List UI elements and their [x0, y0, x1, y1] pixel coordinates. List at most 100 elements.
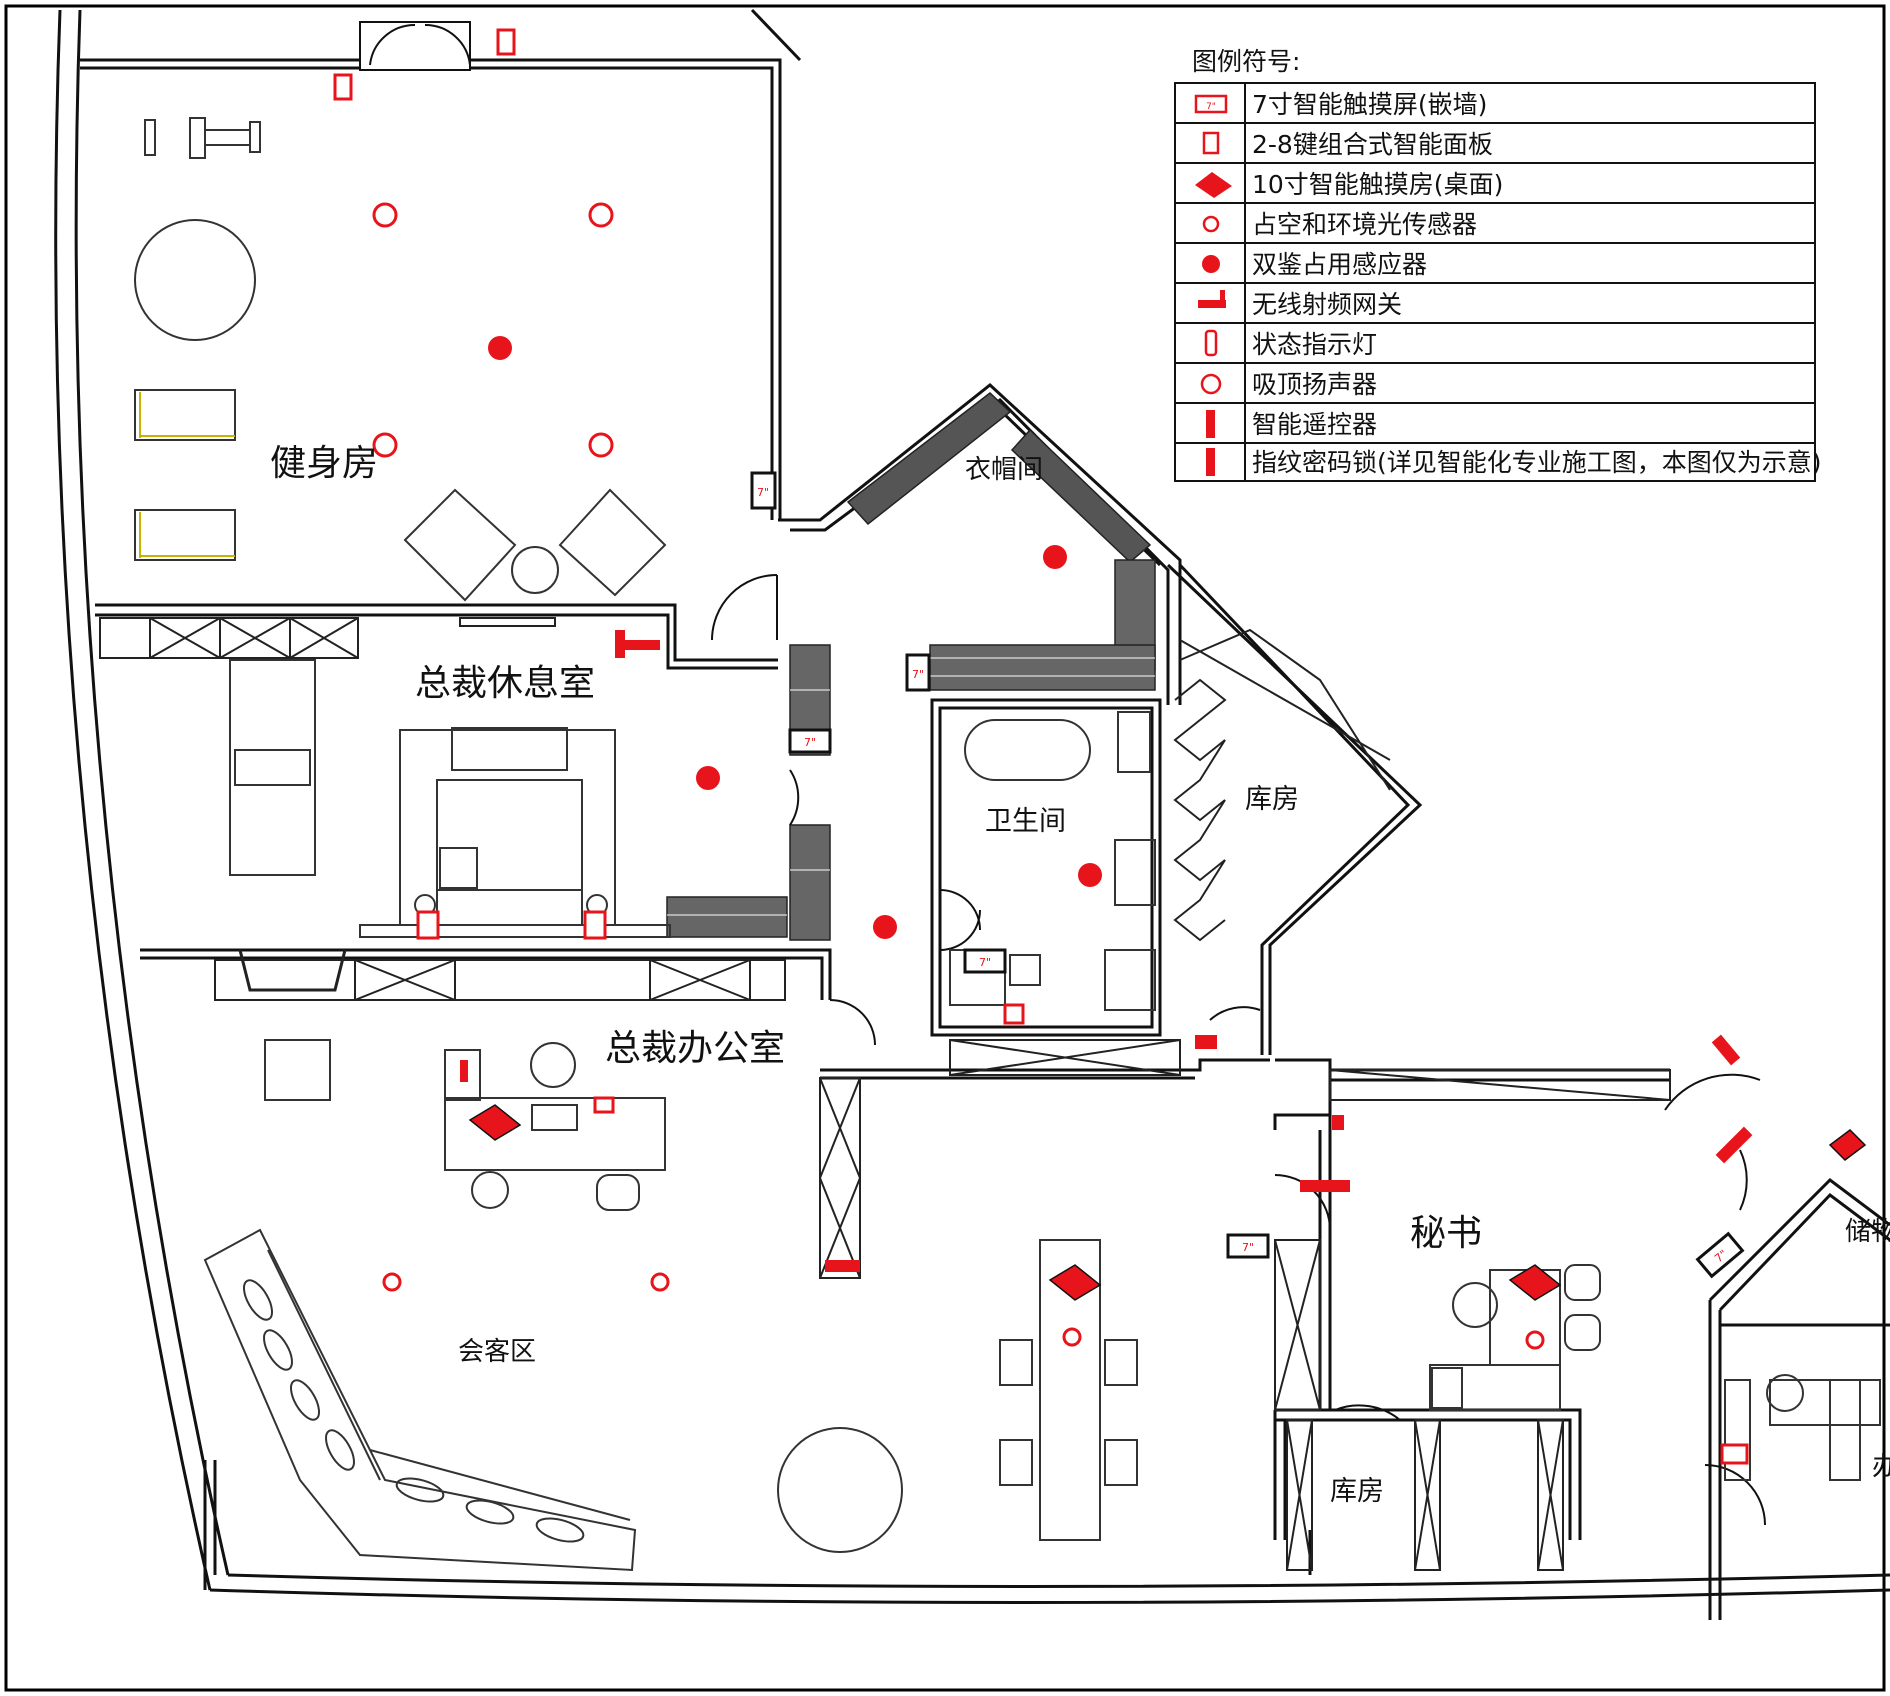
room-label-reception: 会客区: [458, 1337, 536, 1367]
svg-text:7": 7": [804, 736, 816, 749]
status-indicator-icon: [1204, 329, 1218, 357]
room-label-gym: 健身房: [270, 443, 378, 484]
smart-panel-icon: [496, 28, 516, 56]
office-cabinets: [214, 628, 1671, 1571]
svg-text:7": 7": [912, 668, 924, 681]
legend: 图例符号: 7" 7寸智能触摸屏: [1174, 47, 1822, 482]
ceiling-speaker-icon: [588, 432, 614, 458]
svg-text:7": 7": [1206, 102, 1216, 112]
legend-item-label: 10寸智能触摸房(桌面): [1252, 170, 1503, 199]
ceiling-speaker-icon: [372, 202, 398, 228]
gym-equipment: [134, 117, 667, 602]
legend-item-label: 2-8键组合式智能面板: [1252, 130, 1493, 159]
drawing-frame: [4, 4, 1886, 1692]
rf-gateways: [615, 630, 1350, 1272]
occupancy-light-sensors: [382, 1272, 1545, 1350]
smart-panel-icon: [593, 1096, 615, 1114]
legend-item-label: 吸顶扬声器: [1252, 370, 1377, 399]
dual-occupancy-sensors: [488, 336, 1102, 939]
wireless-rf-gateway-icon: [615, 630, 625, 658]
touchscreen-7-wall-icon: 7": [905, 653, 931, 692]
smart-panel-icon: [1720, 1443, 1749, 1465]
ceiling-speaker-icon: [372, 432, 398, 458]
dual-tech-occupancy-sensor-icon: [1078, 863, 1102, 887]
dual-tech-occupancy-sensor-icon: [488, 336, 512, 360]
sofa-pillows: [243, 1279, 585, 1543]
gym-circle-mat: [134, 219, 256, 341]
wireless-rf-gateway-icon: [1300, 1180, 1350, 1192]
room-label-edge-partial: 办: [1872, 1452, 1890, 1482]
svg-text:7": 7": [757, 486, 769, 499]
wireless-rf-gateway-icon: [1198, 290, 1226, 308]
wireless-rf-gateway-icon: [1195, 1035, 1217, 1049]
touchscreen-7-wall-icon: 7": [963, 948, 1007, 974]
bathroom-fixtures: [949, 711, 1156, 1011]
treadmill-accents: [139, 392, 235, 558]
ceiling-speaker-icon: [588, 202, 614, 228]
legend-item-label: 指纹密码锁(详见智能化专业施工图，本图仅为示意): [1252, 448, 1822, 477]
touchscreens-7: 7" 7" 7" 7" 7" 7": [750, 471, 1745, 1279]
touchscreen-7-wall-icon: 7": [1226, 1233, 1270, 1259]
touchscreen-7-wall-icon: 7": [1695, 1231, 1745, 1279]
fingerprint-lock-icon: [1711, 1034, 1741, 1066]
smart-remote-icon: [1206, 410, 1215, 438]
svg-text:7": 7": [1242, 1241, 1254, 1254]
shelving-lines: [667, 657, 1155, 916]
smart-panel-icon: [1202, 131, 1220, 155]
dual-tech-occupancy-sensor-icon: [873, 915, 897, 939]
room-label-storage-bottom: 库房: [1330, 1476, 1384, 1507]
outer-facade: [54, 9, 1890, 1604]
dual-tech-occupancy-sensor-icon: [696, 766, 720, 790]
touchscreen-10-desk-icon: [1048, 1264, 1102, 1301]
lounge-furniture: [229, 659, 671, 938]
touchscreen-10-desk-icon: [1195, 172, 1232, 198]
legend-item-label: 状态指示灯: [1252, 330, 1377, 359]
room-label-ceo-lounge: 总裁休息室: [415, 663, 595, 704]
status-indicator-icon: [1332, 1115, 1344, 1130]
smart-panel-icon: [1003, 1003, 1025, 1025]
wireless-rf-gateway-icon: [825, 1260, 860, 1272]
fingerprint-lock-icon: [1715, 1126, 1753, 1164]
legend-item-label: 智能遥控器: [1252, 410, 1377, 439]
occupancy-light-sensor-icon: [1525, 1330, 1545, 1350]
ceiling-speaker-icon: [1200, 373, 1222, 395]
occupancy-light-sensor-icon: [382, 1272, 402, 1292]
smart-remote-icon: [460, 1060, 468, 1082]
fingerprint-lock-icon: [1206, 448, 1215, 476]
room-labels: 健身房 总裁休息室 总裁办公室 会客区 衣帽间 卫生间 库房 库房 秘书 储物 …: [270, 443, 1890, 1507]
touchscreens-10: [468, 1104, 1867, 1301]
touchscreen-10-desk-icon: [1828, 1129, 1867, 1161]
room-label-storage-right: 库房: [1245, 784, 1299, 815]
legend-item-label: 无线射频网关: [1252, 290, 1402, 319]
status-indicators: [460, 1034, 1753, 1164]
legend-item-label: 双鉴占用感应器: [1252, 250, 1427, 279]
room-label-bathroom: 卫生间: [985, 806, 1066, 837]
occupancy-light-sensor-icon: [1202, 215, 1220, 233]
legend-item-label: 占空和环境光传感器: [1252, 210, 1477, 239]
legend-title: 图例符号:: [1192, 47, 1300, 76]
room-label-secretary: 秘书: [1410, 1213, 1482, 1254]
smart-panel-icon: [416, 910, 440, 940]
walls: [80, 8, 1890, 1620]
legend-item-label: 7寸智能触摸屏(嵌墙): [1252, 90, 1487, 119]
smart-panel-icon: [583, 910, 607, 940]
ceiling-speakers: [372, 202, 614, 458]
room-label-storage-edge: 储物: [1845, 1217, 1890, 1247]
touchscreen-7-wall-icon: 7": [1194, 94, 1228, 114]
svg-text:7": 7": [979, 956, 991, 969]
touchscreen-7-wall-icon: 7": [750, 471, 777, 510]
dual-tech-occupancy-sensor-icon: [1043, 545, 1067, 569]
smart-panel-icon: [333, 73, 353, 101]
occupancy-light-sensor-icon: [650, 1272, 670, 1292]
touchscreen-10-desk-icon: [1508, 1264, 1562, 1301]
lounge-top-cabinets: [99, 617, 556, 659]
office-furniture: [203, 1039, 1881, 1572]
room-label-wardrobe: 衣帽间: [965, 455, 1043, 485]
smart-panels: [333, 28, 1749, 1465]
dual-tech-occupancy-sensor-icon: [1202, 255, 1220, 273]
touchscreen-7-wall-icon: 7": [788, 728, 832, 754]
occupancy-light-sensor-icon: [1062, 1327, 1082, 1347]
touchscreen-10-desk-icon: [468, 1104, 522, 1141]
room-label-ceo-office: 总裁办公室: [605, 1028, 785, 1069]
